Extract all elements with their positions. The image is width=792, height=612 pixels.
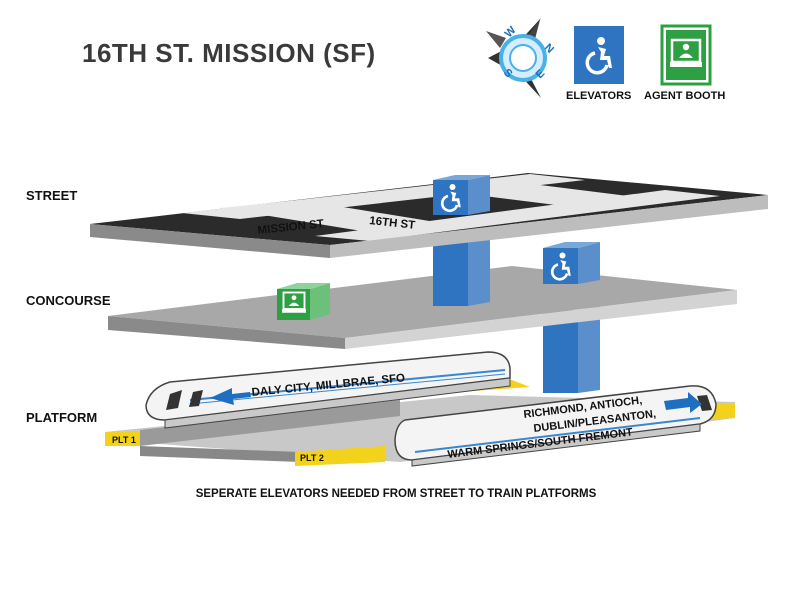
concourse-level (108, 266, 737, 349)
plt-1-label: PLT 1 (112, 435, 136, 445)
legend-agent-booth-icon (660, 24, 712, 86)
footnote: SEPERATE ELEVATORS NEEDED FROM STREET TO… (195, 488, 597, 500)
elevator-shaft-platform (543, 306, 600, 393)
compass-letter-e: E (534, 67, 548, 81)
compass-icon: N E S W (486, 18, 556, 98)
platform-2-edge (295, 446, 385, 466)
legend-agent-booth-label: AGENT BOOTH (644, 90, 726, 102)
16th-st-label: 16TH ST (369, 215, 416, 232)
page-title: 16TH ST. MISSION (SF) (82, 38, 376, 68)
level-label-concourse: CONCOURSE (26, 293, 111, 308)
level-label-street: STREET (26, 188, 78, 203)
platform-1-edge (105, 432, 140, 446)
elevator-icon-concourse (543, 242, 600, 284)
legend-elevators-label: ELEVATORS (566, 90, 632, 102)
agent-booth-icon (277, 283, 330, 320)
train-westbound: DALY CITY, MILLBRAE, SFO (145, 351, 511, 429)
elevator-icon-street (433, 175, 490, 215)
arrow-left-icon (210, 388, 251, 405)
street-level: MISSION ST 16TH ST (90, 173, 768, 258)
legend-elevator-icon (574, 26, 624, 84)
plt-2-label: PLT 2 (300, 453, 324, 463)
level-label-platform: PLATFORM (26, 410, 98, 425)
arrow-right-icon (664, 392, 702, 413)
